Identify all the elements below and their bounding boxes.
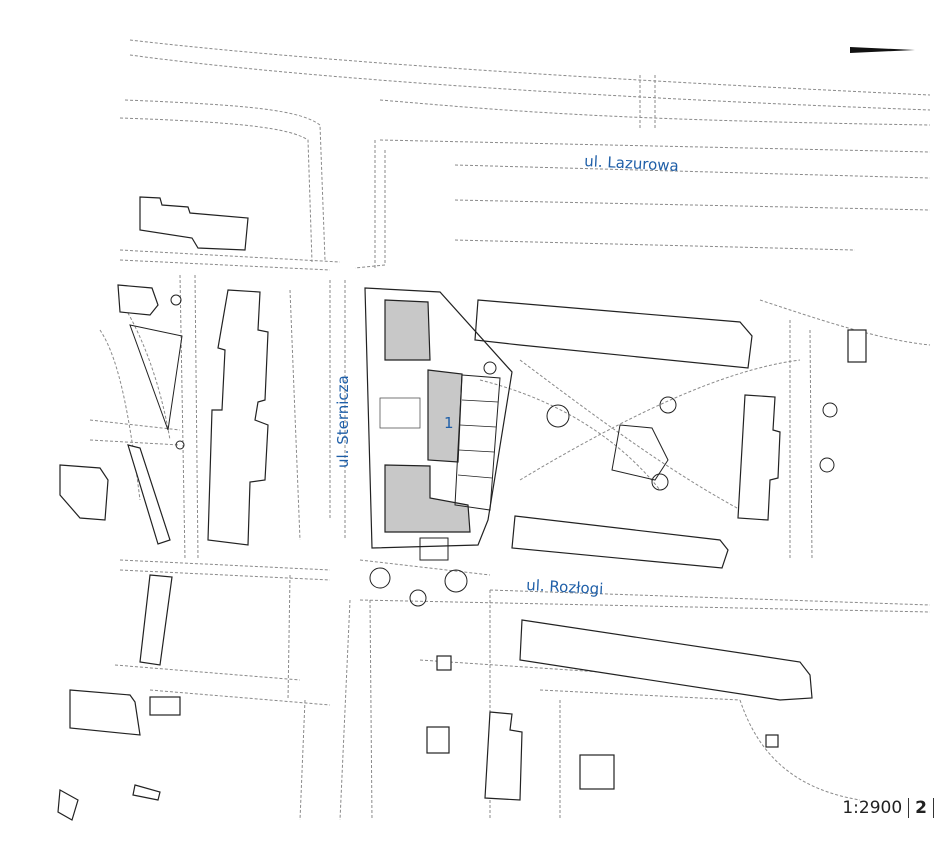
tree-circle-1 [546, 404, 570, 428]
tree-circle-9 [170, 294, 182, 306]
playground-polygon [611, 424, 669, 481]
building-bottom-small [132, 784, 161, 801]
project-building-north [384, 299, 431, 361]
building-east-slab [737, 394, 781, 521]
building-east-edge [847, 329, 867, 363]
site-boundary [364, 287, 513, 549]
building-kiosk [117, 284, 159, 316]
building-square-3 [579, 754, 615, 790]
street-label-lazurowa: ul. Lazurowa [584, 152, 679, 175]
project-terraces [454, 374, 501, 511]
building-square-4 [765, 734, 779, 748]
building-far-west [59, 464, 109, 521]
tree-circle-11 [409, 589, 427, 607]
building-sw-long [139, 574, 173, 666]
page-divider [933, 798, 934, 818]
street-network [89, 39, 931, 821]
scale-divider [908, 798, 910, 818]
scale-indicator: 1:2900 2 [842, 798, 934, 818]
north-arrow-icon [850, 47, 915, 53]
existing-buildings [57, 196, 867, 821]
building-bottom-left [57, 789, 79, 821]
building-south-long-1 [511, 515, 729, 569]
tree-circle-2 [659, 396, 677, 414]
tree-circle-10 [175, 440, 185, 450]
plot-number-label: 1 [444, 414, 454, 432]
building-nw [139, 196, 249, 251]
street-label-rozlogi: ul. Rozłogi [526, 576, 604, 598]
page-number: 2 [915, 798, 927, 818]
building-south-tower [484, 711, 523, 801]
street-label-sternicza: ul. Sternicza [334, 375, 352, 468]
project-courtyard [379, 397, 421, 429]
tree-circle-7 [444, 569, 468, 593]
scale-ratio: 1:2900 [842, 798, 903, 818]
tree-circle-5 [819, 457, 835, 473]
landscape [129, 294, 838, 607]
project-building-middle [427, 369, 463, 463]
project-building-south [384, 464, 471, 533]
building-square-1 [436, 655, 452, 671]
project-terrace-steps [457, 399, 499, 479]
building-west-diagonal [127, 444, 171, 545]
tree-circle-3 [651, 473, 669, 491]
building-square-5 [149, 696, 181, 716]
tree-circle-4 [822, 402, 838, 418]
tree-circle-6 [369, 567, 391, 589]
project-site [364, 287, 513, 561]
site-entrance [419, 537, 449, 561]
building-south-long-2 [519, 619, 813, 701]
building-west-tall [207, 289, 269, 546]
park-triangle [129, 324, 183, 431]
building-sw [69, 689, 141, 736]
building-north-long [474, 299, 753, 369]
building-square-2 [426, 726, 450, 754]
tree-circle-8 [483, 361, 497, 375]
